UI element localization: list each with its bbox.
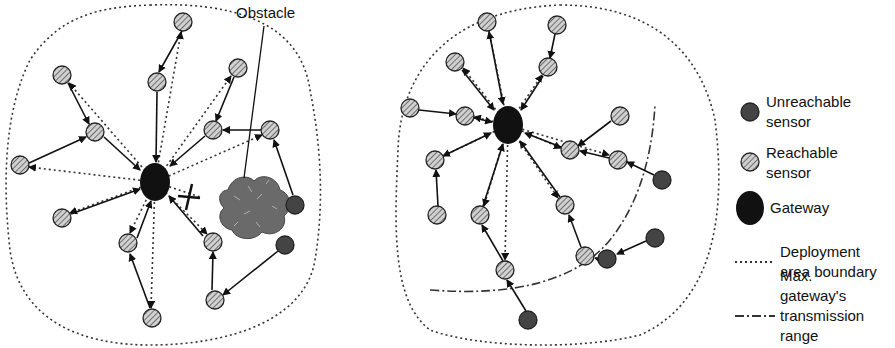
gateway-broadcast-lines [443, 32, 609, 260]
legend-text: Reachable sensor [766, 143, 866, 183]
unreachable-sensors [519, 171, 671, 329]
reachable-sensors [401, 13, 629, 279]
obstacle-leader [244, 26, 264, 178]
legend-text: Gateway [770, 198, 870, 218]
obstacle-texture [234, 180, 277, 227]
unreachable-sensors [276, 196, 304, 254]
sensor-hop-arrows [419, 31, 654, 311]
legend-range-sample [735, 315, 775, 317]
deployment-boundary [6, 5, 320, 345]
obstacle-label: Obstacle [236, 3, 326, 23]
legend-reachable-sample [741, 153, 759, 171]
reachable-sensors [11, 13, 279, 327]
gateway [493, 106, 523, 144]
legend-gateway-sample [736, 191, 764, 225]
deployment-boundary [396, 5, 719, 345]
legend-text: Unreachable sensor [766, 92, 866, 132]
transmission-range [430, 105, 655, 291]
legend-boundary-sample [735, 261, 775, 263]
obstacle [220, 177, 290, 239]
legend-unreachable-sample [741, 103, 759, 121]
gateway-broadcast-lines [29, 32, 262, 308]
gateway [140, 163, 170, 201]
sensor-hop-arrows [29, 31, 293, 308]
block-cross [178, 184, 200, 210]
legend-text: Max. gateway's transmission range [780, 266, 880, 346]
